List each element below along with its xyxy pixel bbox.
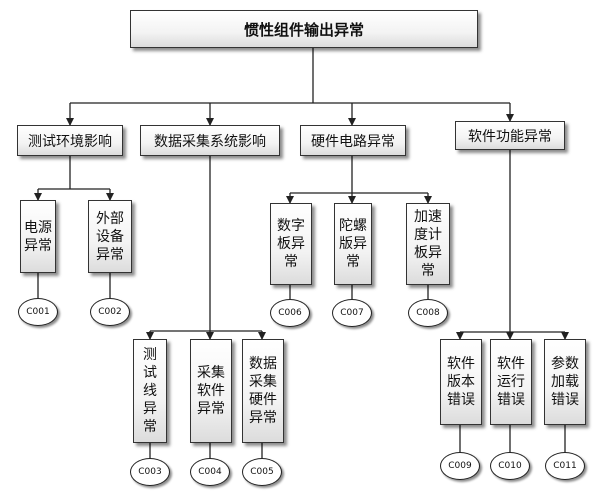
branch-box-software-function: 软件功能异常	[455, 121, 565, 150]
leaf-box-gyro-board: 陀螺版异常	[334, 203, 372, 285]
leaf-box-acquisition-hardware: 数据采集硬件异常	[242, 339, 284, 443]
branch-label: 测试环境影响	[28, 133, 112, 150]
code-oval-c004: C004	[190, 458, 230, 486]
code-oval-c001: C001	[18, 298, 58, 326]
root-event-label: 惯性组件输出异常	[243, 20, 364, 39]
leaf-box-test-cable: 测试线异常	[133, 339, 167, 443]
code-oval-c009: C009	[440, 452, 480, 480]
code-oval-c011: C011	[545, 452, 585, 480]
code-label: C002	[98, 307, 122, 317]
leaf-label: 加速度计板异常	[414, 209, 442, 279]
leaf-box-software-version: 软件版本错误	[440, 339, 482, 425]
branch-label: 软件功能异常	[468, 128, 552, 145]
leaf-box-parameter-load: 参数加载错误	[544, 339, 586, 425]
leaf-label: 电源异常	[24, 219, 52, 254]
code-oval-c008: C008	[408, 299, 448, 327]
code-label: C001	[26, 307, 50, 317]
leaf-box-software-run: 软件运行错误	[490, 339, 532, 425]
leaf-label: 陀螺版异常	[339, 218, 367, 270]
leaf-box-external-device: 外部设备异常	[88, 200, 132, 273]
code-label: C009	[448, 461, 472, 471]
leaf-label: 数字板异常	[277, 218, 305, 270]
leaf-box-accelerometer-board: 加速度计板异常	[406, 203, 450, 285]
leaf-label: 测试线异常	[143, 347, 157, 435]
leaf-label: 软件运行错误	[497, 356, 525, 408]
branch-label: 数据采集系统影响	[154, 133, 266, 150]
code-label: C005	[250, 467, 274, 477]
code-oval-c007: C007	[332, 299, 372, 327]
code-oval-c005: C005	[242, 458, 282, 486]
code-oval-c010: C010	[490, 452, 530, 480]
code-label: C004	[198, 467, 222, 477]
branch-label: 硬件电路异常	[311, 133, 395, 150]
root-event-box: 惯性组件输出异常	[130, 10, 478, 48]
leaf-label: 采集软件异常	[197, 365, 225, 417]
leaf-box-digital-board: 数字板异常	[270, 203, 312, 285]
code-label: C006	[278, 308, 302, 318]
leaf-label: 软件版本错误	[447, 356, 475, 408]
code-label: C011	[553, 461, 577, 471]
code-oval-c006: C006	[270, 299, 310, 327]
leaf-box-acquisition-software: 采集软件异常	[190, 339, 232, 443]
leaf-box-power: 电源异常	[20, 200, 56, 273]
branch-box-data-acquisition: 数据采集系统影响	[140, 125, 280, 156]
code-oval-c002: C002	[90, 298, 130, 326]
code-label: C007	[340, 308, 364, 318]
code-label: C003	[138, 467, 162, 477]
branch-box-test-environment: 测试环境影响	[17, 125, 123, 156]
code-label: C008	[416, 308, 440, 318]
code-label: C010	[498, 461, 522, 471]
branch-box-hardware-circuit: 硬件电路异常	[300, 125, 406, 156]
leaf-label: 数据采集硬件异常	[249, 356, 277, 426]
code-oval-c003: C003	[130, 458, 170, 486]
leaf-label: 参数加载错误	[551, 356, 579, 408]
leaf-label: 外部设备异常	[96, 210, 124, 263]
